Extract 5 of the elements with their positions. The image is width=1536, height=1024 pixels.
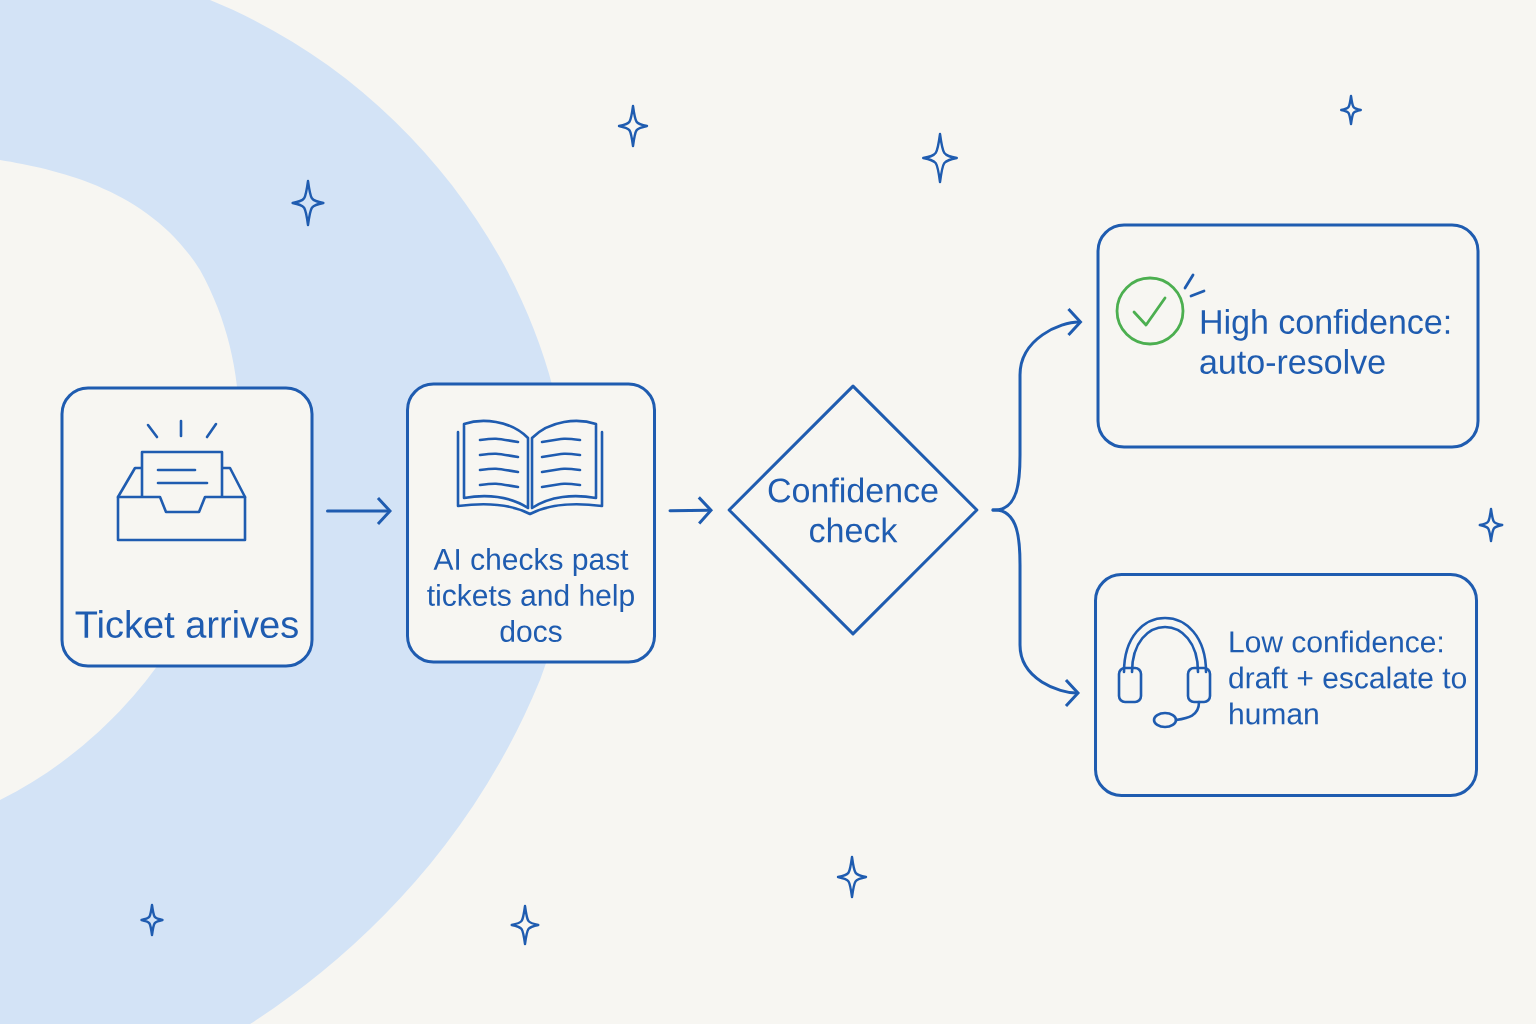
arrow — [991, 508, 1080, 708]
outcome-box: High confidence: auto-resolve — [1096, 223, 1480, 449]
arrow — [326, 497, 392, 526]
process-box: AI checks past tickets and help docs — [406, 382, 656, 664]
outcome-box: Low confidence: draft + escalate to human — [1094, 573, 1478, 797]
